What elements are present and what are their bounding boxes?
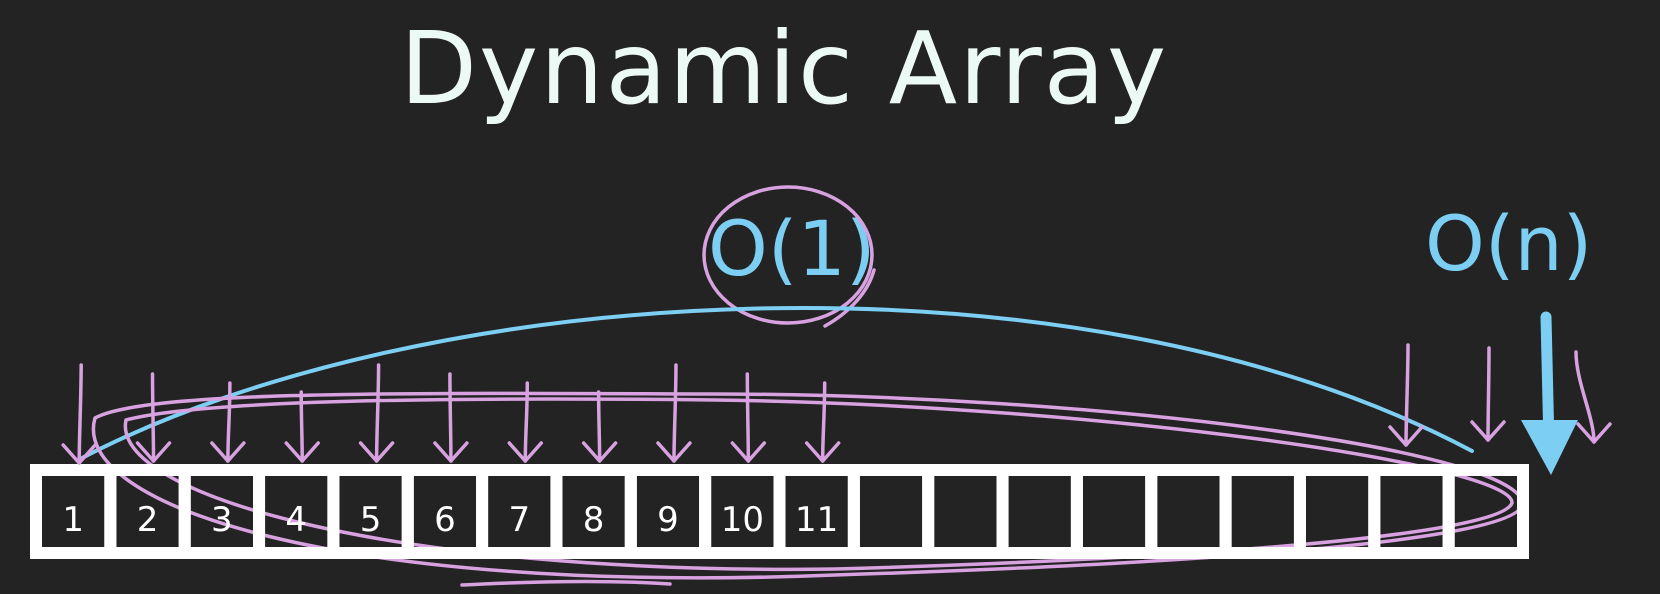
array-cells: [30, 464, 1530, 559]
big-blue-down-arrow: [1521, 311, 1578, 475]
down-arrow-shaft: [745, 372, 751, 463]
down-arrow-head: [135, 441, 172, 463]
down-arrow-4: [284, 390, 320, 463]
array-cell-label: 9: [657, 500, 679, 540]
down-arrow-head: [656, 441, 692, 463]
array-cell-label: 3: [211, 500, 233, 540]
array-cell-label: 4: [285, 500, 307, 540]
down-arrow-1: [61, 363, 97, 465]
down-arrow-shaft: [820, 381, 827, 463]
pink-loop-tail: [460, 579, 672, 587]
down-arrow-6: [433, 372, 469, 463]
down-arrow-right-1: [1388, 343, 1424, 447]
array-cell-label: 8: [583, 500, 605, 540]
diagram-title: Dynamic Array: [400, 10, 1168, 127]
down-arrow-2: [135, 372, 172, 463]
down-arrows: [61, 343, 1612, 465]
down-arrow-shaft: [226, 381, 232, 463]
down-arrow-3: [210, 381, 246, 463]
array-cell-label: 6: [434, 500, 456, 540]
linear-time-label: O(n): [1425, 199, 1592, 288]
constant-time-circle-tail: [823, 268, 876, 328]
constant-time-circle: [702, 185, 874, 325]
constant-time-label: O(1): [708, 204, 875, 293]
down-arrow-shaft: [374, 363, 381, 463]
down-arrow-9: [656, 363, 692, 463]
array-cell-label: 2: [137, 500, 159, 540]
down-arrow-head: [1388, 425, 1424, 447]
down-arrow-11: [804, 381, 841, 463]
array-cell: [1442, 464, 1530, 559]
down-arrow-head: [284, 441, 320, 463]
blue-span-arc: [80, 306, 1474, 460]
down-arrow-7: [507, 381, 544, 463]
array-cell-label: 7: [508, 500, 530, 540]
down-arrow-shaft: [448, 372, 453, 463]
down-arrow-head: [1576, 422, 1612, 444]
down-arrow-right-3: [1574, 350, 1612, 444]
down-arrow-shaft: [1404, 343, 1410, 447]
down-arrow-head: [730, 441, 767, 463]
down-arrow-10: [730, 372, 767, 463]
down-arrow-shaft: [150, 372, 156, 463]
array-cell-label: 11: [795, 500, 838, 540]
array-cell-label: 1: [62, 500, 84, 540]
array-cell-label: 10: [721, 500, 764, 540]
down-arrow-head: [358, 441, 395, 463]
array-cell-labels: 1 2 3 4 5 6 7 8 9 10 11: [62, 500, 838, 540]
down-arrow-shaft: [672, 363, 678, 463]
down-arrow-shaft: [77, 363, 83, 465]
array-cell-label: 5: [360, 500, 382, 540]
down-arrow-shaft: [299, 390, 304, 463]
down-arrow-head: [804, 441, 841, 463]
down-arrow-shaft: [1486, 346, 1491, 442]
down-arrow-head: [433, 441, 469, 463]
down-arrow-head: [581, 441, 618, 463]
down-arrow-8: [581, 390, 618, 463]
down-arrow-head: [507, 441, 544, 463]
down-arrow-right-2: [1470, 346, 1506, 442]
down-arrow-shaft: [1574, 350, 1596, 444]
down-arrow-shaft: [596, 390, 602, 463]
down-arrow-5: [358, 363, 395, 463]
down-arrow-shaft: [523, 381, 530, 463]
down-arrow-head: [1470, 420, 1506, 442]
down-arrow-head: [61, 443, 97, 465]
down-arrow-head: [210, 441, 246, 463]
big-blue-arrow-head: [1521, 420, 1578, 475]
